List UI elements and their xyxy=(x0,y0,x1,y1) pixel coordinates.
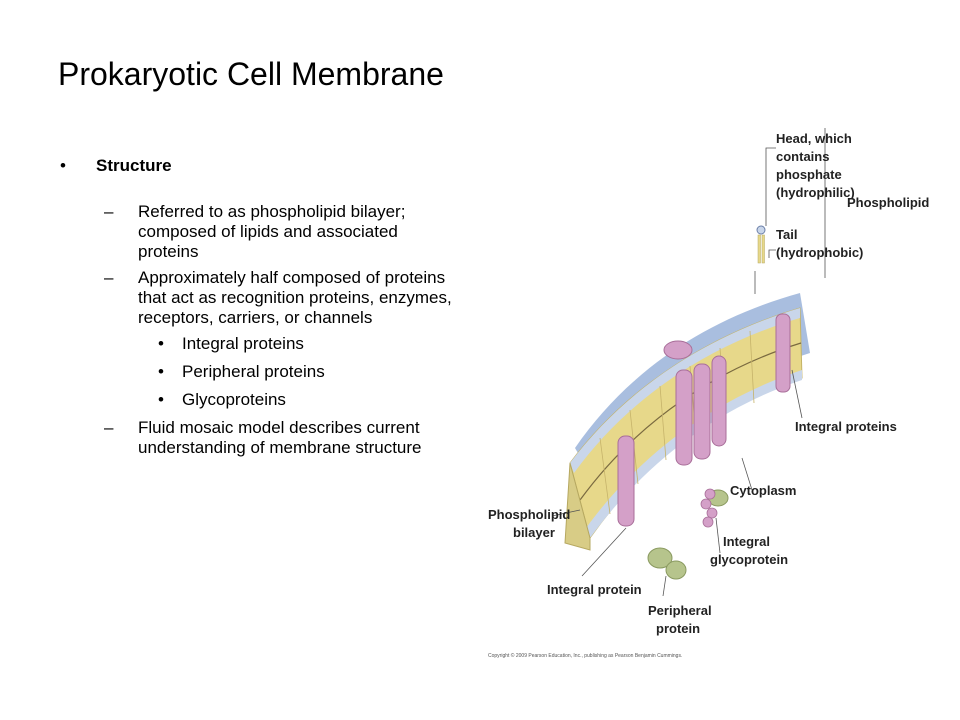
slide-title: Prokaryotic Cell Membrane xyxy=(58,56,444,92)
label-tail-line-1: Tail xyxy=(776,227,797,242)
bullet-heading: Structure xyxy=(96,156,172,175)
sub-bullet-2: – Approximately half composed of protein… xyxy=(60,268,460,328)
label-head-line-1: Head, which xyxy=(776,131,852,146)
glycoprotein-chain xyxy=(700,488,718,528)
membrane-diagram: Head, which contains phosphate (hydrophi… xyxy=(480,118,930,668)
bullet-mark: • xyxy=(158,362,164,381)
label-cytoplasm: Cytoplasm xyxy=(730,483,796,498)
label-integral-protein: Integral protein xyxy=(547,582,642,597)
integral-protein-shapes xyxy=(617,313,791,527)
label-peripheral-line-1: Peripheral xyxy=(648,603,712,618)
dash-mark: – xyxy=(104,268,114,287)
copyright-notice: Copyright © 2009 Pearson Education, Inc.… xyxy=(488,652,682,659)
label-head-line-2: contains xyxy=(776,149,829,164)
surface-protein-shape xyxy=(663,340,693,360)
peripheral-protein-shapes xyxy=(647,489,729,580)
label-tail-line-2: (hydrophobic) xyxy=(776,245,863,260)
bullet-mark: • xyxy=(60,156,66,175)
phospholipid-icon xyxy=(756,225,766,264)
label-integral-proteins: Integral proteins xyxy=(795,419,897,434)
bullet-structure: • Structure xyxy=(60,156,460,176)
dash-mark: – xyxy=(104,418,114,437)
bullet-mark: • xyxy=(158,334,164,353)
bullet-list: • Structure – Referred to as phospholipi… xyxy=(60,156,460,464)
sub-sub-bullet-2: • Peripheral proteins xyxy=(60,362,460,382)
label-peripheral-line-2: protein xyxy=(656,621,700,636)
label-head-line-4: (hydrophilic) xyxy=(776,185,855,200)
sub-sub-bullet-1: • Integral proteins xyxy=(60,334,460,354)
sub-bullet-1: – Referred to as phospholipid bilayer; c… xyxy=(60,202,460,262)
label-phospholipid: Phospholipid xyxy=(847,195,929,210)
label-bilayer-line-2: bilayer xyxy=(513,525,555,540)
label-bilayer-line-1: Phospholipid xyxy=(488,507,570,522)
sub-sub-bullet-text: Peripheral proteins xyxy=(182,362,325,381)
sub-sub-bullet-text: Glycoproteins xyxy=(182,390,286,409)
label-integral-glyco-line-1: Integral xyxy=(723,534,770,549)
sub-bullet-text: Approximately half composed of proteins … xyxy=(138,268,452,327)
dash-mark: – xyxy=(104,202,114,221)
label-integral-glyco-line-2: glycoprotein xyxy=(710,552,788,567)
bilayer-cut-face xyxy=(564,462,591,551)
sub-bullet-text: Referred to as phospholipid bilayer; com… xyxy=(138,202,406,261)
label-head-line-3: phosphate xyxy=(776,167,842,182)
sub-sub-bullet-text: Integral proteins xyxy=(182,334,304,353)
sub-sub-bullet-3: • Glycoproteins xyxy=(60,390,460,410)
sub-bullet-3: – Fluid mosaic model describes current u… xyxy=(60,418,460,458)
bullet-mark: • xyxy=(158,390,164,409)
leader-lines xyxy=(551,128,826,597)
sub-bullet-text: Fluid mosaic model describes current und… xyxy=(138,418,422,457)
membrane-illustration: Head, which contains phosphate (hydrophi… xyxy=(488,128,929,659)
